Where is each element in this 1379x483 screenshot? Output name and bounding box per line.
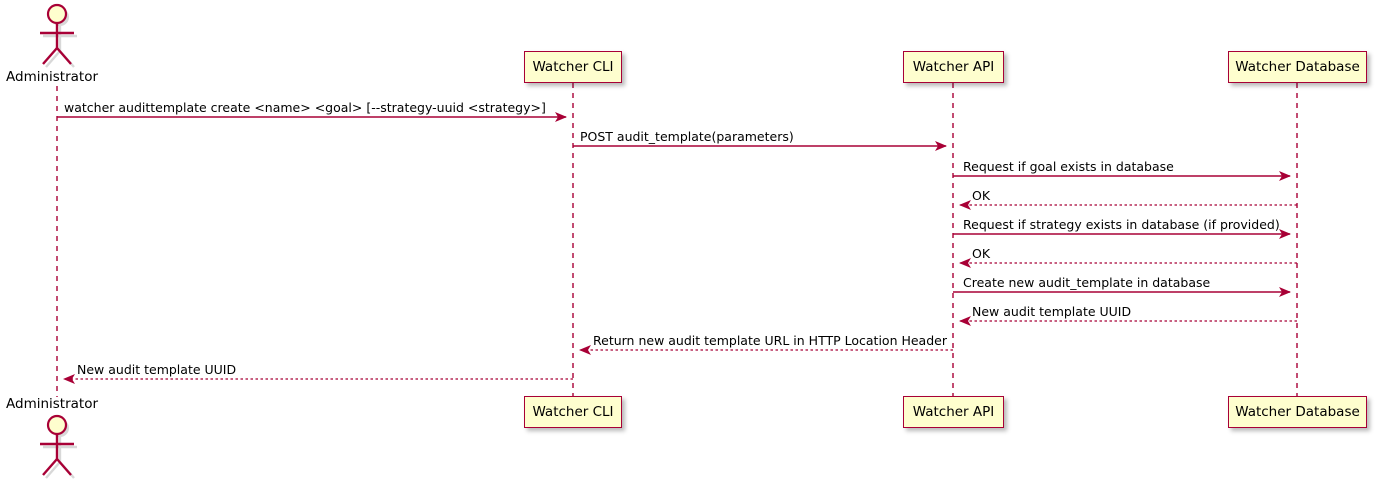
actor-label-administrator-top: Administrator [6, 69, 99, 85]
message-label-5: Request if strategy exists in database (… [963, 217, 1280, 232]
participant-label-watcher-api: Watcher API [912, 59, 995, 75]
actor-administrator-top [40, 3, 77, 68]
participant-box-watcher-cli-bottom[interactable]: Watcher CLI [524, 396, 622, 428]
message-arrows [57, 112, 1297, 384]
actor-head-icon [46, 414, 68, 436]
participant-box-watcher-api-bottom[interactable]: Watcher API [903, 396, 1004, 428]
actor-leg-right [56, 458, 72, 476]
participant-box-watcher-database-top[interactable]: Watcher Database [1228, 51, 1367, 83]
message-label-8: New audit template UUID [972, 304, 1132, 319]
message-label-9: Return new audit template URL in HTTP Lo… [593, 333, 947, 348]
message-label-1: watcher audittemplate create <name> <goa… [64, 100, 546, 115]
participant-label-watcher-cli: Watcher CLI [532, 59, 614, 75]
participant-box-watcher-api-top[interactable]: Watcher API [903, 51, 1004, 83]
participant-label-watcher-api: Watcher API [912, 404, 995, 420]
message-label-7: Create new audit_template in database [963, 275, 1211, 290]
actor-head-icon [46, 3, 68, 25]
message-label-3: Request if goal exists in database [963, 159, 1174, 174]
participant-box-watcher-database-bottom[interactable]: Watcher Database [1228, 396, 1367, 428]
message-label-4: OK [972, 188, 991, 203]
actor-leg-right [56, 47, 72, 65]
message-label-6: OK [972, 246, 991, 261]
actor-administrator-bottom [40, 414, 77, 479]
message-label-10: New audit template UUID [77, 362, 237, 377]
lifelines [56, 83, 1298, 397]
message-label-2: POST audit_template(parameters) [580, 129, 794, 144]
participant-label-watcher-cli: Watcher CLI [532, 404, 614, 420]
participant-label-watcher-database: Watcher Database [1235, 404, 1360, 420]
participant-box-watcher-cli-top[interactable]: Watcher CLI [524, 51, 622, 83]
actor-leg-left [42, 47, 58, 65]
participant-label-watcher-database: Watcher Database [1235, 59, 1360, 75]
actor-label-administrator-bottom: Administrator [6, 396, 99, 412]
actor-leg-left [42, 458, 58, 476]
